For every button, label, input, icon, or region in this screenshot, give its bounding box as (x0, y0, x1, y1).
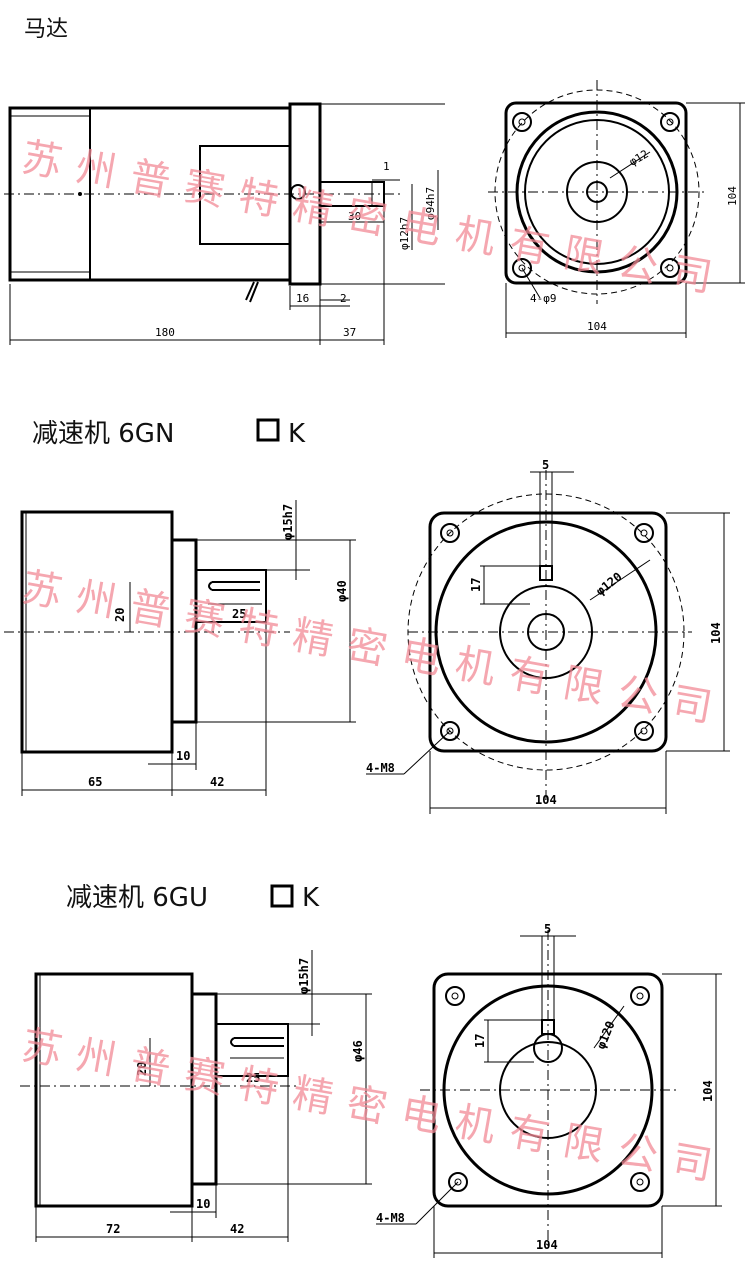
gu-shaft (215, 1023, 289, 1077)
gu-dim-pcd-120: φ120 (594, 1019, 618, 1051)
gn-dim-front-height: 104 (709, 622, 723, 644)
motor-dim-front-height: 104 (726, 186, 739, 206)
motor-side-view: 180 37 16 2 30 1 φ94h7 φ12h7 (4, 102, 445, 345)
gu-blank-box (270, 884, 294, 908)
motor-dim-holes: 4-φ9 (530, 292, 557, 305)
gn-boss (170, 538, 198, 724)
gn-dim-15h7: φ15h7 (281, 504, 295, 540)
motor-front-view: φ12 4-φ9 104 104 (488, 80, 745, 338)
gn-side-view: 65 42 10 20 25 φ15h7 φ40 (4, 500, 356, 796)
gn-dim-pcd-120: φ120 (593, 570, 624, 599)
motor-dim-94h7: φ94h7 (424, 187, 437, 220)
motor-dim-1: 1 (383, 160, 390, 173)
gu-body (34, 972, 194, 1208)
gu-dim-15h7: φ15h7 (297, 958, 311, 994)
watermark-3: 苏州普赛特精密电机有限公司 (18, 1023, 715, 1190)
gn-dim-20: 20 (113, 608, 127, 622)
gu-dim-42: 42 (230, 1222, 244, 1236)
motor-dim-180: 180 (155, 326, 175, 339)
gn-dim-40: φ40 (335, 580, 349, 602)
gu-dim-front-height: 104 (701, 1080, 715, 1102)
gu-title-group: 减速机 6GU K (66, 883, 320, 913)
gu-front-view: 5 17 φ120 4-M8 104 104 (376, 922, 722, 1258)
gu-dim-front-width: 104 (536, 1238, 558, 1252)
motor-dim-37: 37 (343, 326, 356, 339)
gn-dim-10: 10 (176, 749, 190, 763)
motor-dim-2: 2 (340, 292, 347, 305)
gn-front-view: 5 17 φ120 4-M8 104 104 (366, 458, 730, 814)
gn-title-group: 减速机 6GN K (32, 418, 306, 449)
gu-side-view: 72 42 10 20 25 φ15h7 φ46 (20, 950, 372, 1242)
gu-dim-key-17: 17 (473, 1034, 487, 1048)
motor-terminal-box (199, 145, 290, 245)
gn-dim-65: 65 (88, 775, 102, 789)
motor-dim-front-width: 104 (587, 320, 607, 333)
gu-dim-25: 25 (246, 1071, 260, 1085)
motor-front-flange (504, 101, 688, 285)
gn-dim-key-5: 5 (542, 458, 549, 472)
gu-dim-key-5: 5 (544, 922, 551, 936)
gu-dim-46: φ46 (351, 1040, 365, 1062)
gn-dim-holes: 4-M8 (366, 761, 395, 775)
motor-dim-16: 16 (296, 292, 309, 305)
motor-title: 马达 (24, 17, 68, 42)
gu-title-suffix: K (302, 883, 320, 913)
gn-dim-25: 25 (232, 607, 246, 621)
motor-dim-12h7: φ12h7 (398, 217, 411, 250)
gn-dim-front-width: 104 (535, 793, 557, 807)
gu-dim-20: 20 (135, 1062, 149, 1076)
gu-dim-10: 10 (196, 1197, 210, 1211)
gn-dim-42: 42 (210, 775, 224, 789)
gn-dim-key-17: 17 (469, 578, 483, 592)
gu-title: 减速机 6GU (66, 883, 208, 913)
motor-dim-bolt-circle: φ12 (627, 147, 651, 168)
gn-title: 减速机 6GN (32, 419, 174, 449)
gu-dim-holes: 4-M8 (376, 1211, 405, 1225)
motor-dim-30: 30 (348, 210, 361, 223)
gu-dim-72: 72 (106, 1222, 120, 1236)
gn-shaft (195, 569, 267, 623)
gu-boss (190, 992, 218, 1186)
gn-blank-box (256, 418, 280, 442)
gn-title-suffix: K (288, 419, 306, 449)
